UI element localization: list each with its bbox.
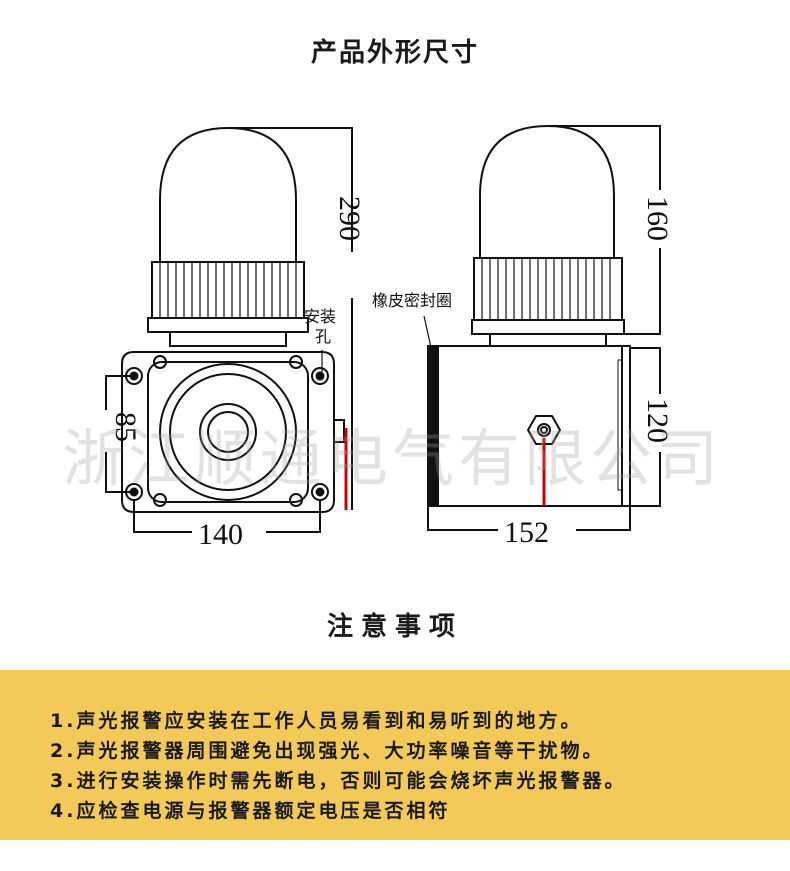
dim-140-line bbox=[133, 500, 192, 533]
right-lamp-collar bbox=[473, 257, 623, 321]
dim-290-line bbox=[228, 127, 353, 252]
dim-290-label: 290 bbox=[333, 196, 366, 241]
dim-160-label: 160 bbox=[641, 196, 674, 241]
rubber-seal-strip bbox=[429, 345, 439, 507]
mount-hole-label: 安装 bbox=[304, 307, 336, 326]
dim-120-label: 120 bbox=[641, 398, 674, 443]
dim-120-line bbox=[630, 347, 661, 394]
dimension-drawing: 290 85 140 160 120 152 安装 孔 橡皮密封圈 bbox=[105, 124, 674, 551]
dim-152-label: 152 bbox=[504, 516, 549, 549]
dim-152-line bbox=[427, 506, 498, 531]
rubber-seal-leader bbox=[423, 315, 433, 353]
company-watermark: 浙江顺通电气有限公司 bbox=[62, 422, 723, 495]
note-item-1: 1.声光报警应安装在工作人员易看到和易听到的地方。 bbox=[50, 710, 583, 732]
left-lamp-dome bbox=[159, 126, 297, 262]
dim-85-label: 85 bbox=[109, 412, 142, 442]
left-lamp-collar bbox=[151, 261, 305, 319]
dim-140-label: 140 bbox=[198, 518, 243, 551]
page-title: 产品外形尺寸 bbox=[310, 38, 479, 68]
note-item-2: 2.声光报警器周围避免出现强光、大功率噪音等干扰物。 bbox=[50, 740, 605, 762]
left-base-ring-outer bbox=[159, 363, 297, 501]
dim-85-line bbox=[105, 375, 134, 410]
note-item-4: 4.应检查电源与报警器额定电压是否相符 bbox=[50, 800, 451, 822]
left-base-plate bbox=[121, 351, 335, 513]
note-item-3: 3.进行安装操作时需先断电，否则可能会烧坏声光报警器。 bbox=[50, 770, 627, 792]
mount-hole-tr bbox=[311, 367, 329, 385]
notes-panel: 1.声光报警应安装在工作人员易看到和易听到的地方。 2.声光报警器周围避免出现强… bbox=[0, 670, 790, 840]
rubber-seal-label: 橡皮密封圈 bbox=[372, 291, 452, 310]
dim-160-line bbox=[548, 125, 661, 190]
notes-title: 注意事项 bbox=[326, 612, 463, 642]
right-lamp-dome bbox=[479, 124, 615, 258]
mount-hole-label-2: 孔 bbox=[315, 327, 331, 346]
hex-nut bbox=[526, 415, 562, 445]
